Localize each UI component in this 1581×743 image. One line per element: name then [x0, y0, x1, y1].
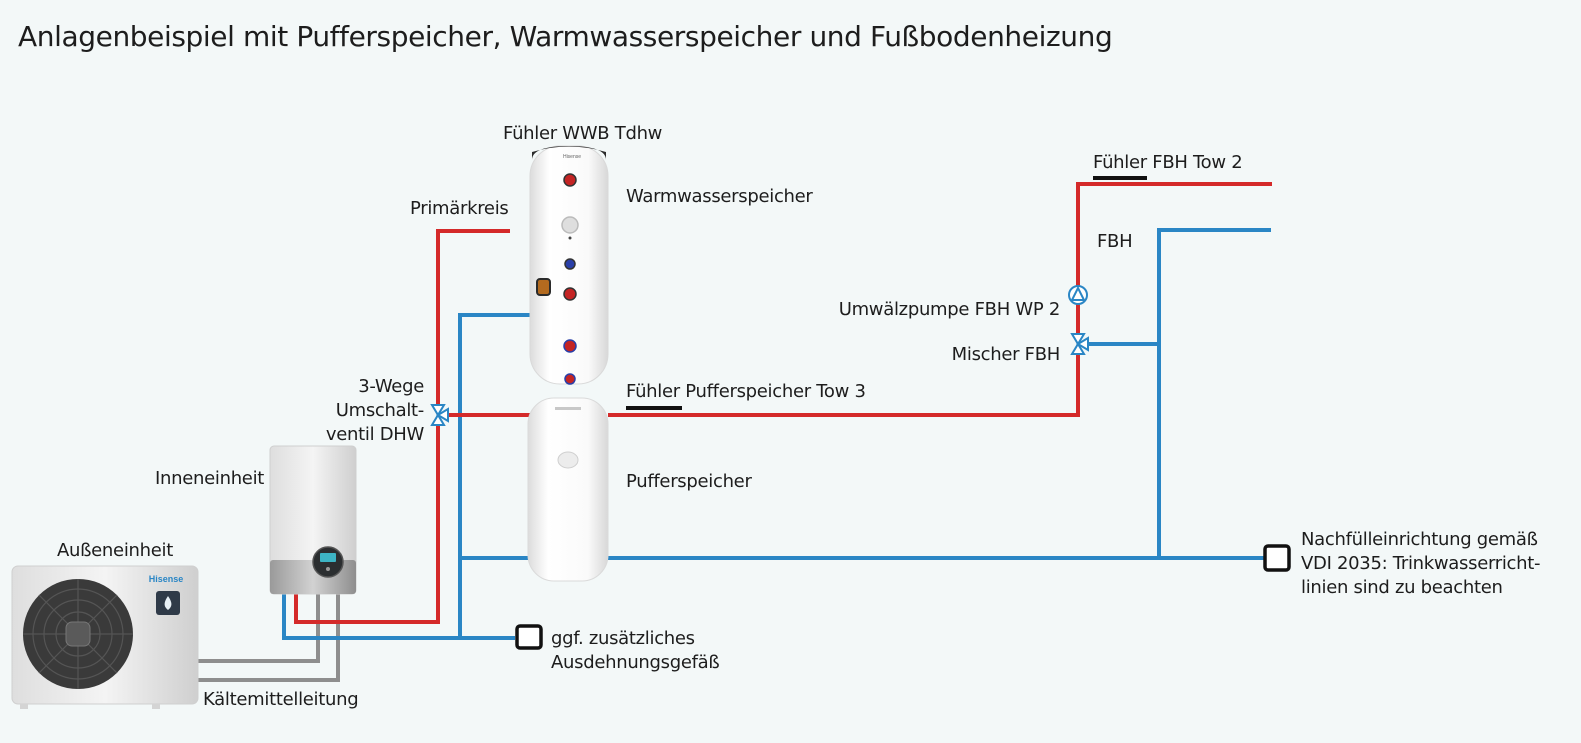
- dhw-port-return: [564, 373, 576, 385]
- expansion-vessel-label: ggf. zusätzliches Ausdehnungsgefäß: [551, 628, 720, 673]
- dhw-sensor-plug: [536, 278, 551, 296]
- circulation-pump-icon: [1068, 285, 1088, 305]
- dhw-tank-label: Warmwasserspeicher: [626, 186, 813, 207]
- dhw-tank-brand: Hisense: [563, 154, 581, 160]
- expansion-vessel-icon: [515, 624, 543, 650]
- return-pipe-fbh: [1157, 228, 1271, 558]
- dhw-tank: Hisense: [529, 145, 609, 385]
- sensor-fbh-label: Fühler FBH Tow 2: [1093, 152, 1243, 173]
- dhw-port-flow: [563, 287, 577, 301]
- sensor-dhw-label: Fühler WWB Tdhw: [503, 123, 663, 144]
- sensor-buffer-label: Fühler Pufferspeicher Tow 3: [626, 381, 866, 402]
- dhw-port-cold-1: [564, 258, 576, 270]
- outdoor-unit-label: Außeneinheit: [57, 540, 173, 561]
- page-title: Anlagenbeispiel mit Pufferspeicher, Warm…: [18, 20, 1113, 53]
- dhw-port-hot: [563, 173, 577, 187]
- refrigerant-line-label: Kältemittelleitung: [203, 689, 359, 710]
- flow-pipe-primary: [436, 229, 510, 405]
- flow-pipe-main: [608, 354, 1080, 417]
- flow-pipe-indoor: [294, 425, 440, 624]
- flow-pipe-fbh-upper: [1076, 182, 1272, 286]
- fbh-label: FBH: [1097, 231, 1133, 252]
- flow-pipes: [294, 182, 1272, 624]
- return-pipe-indoor: [282, 592, 515, 640]
- buffer-tank: [527, 397, 609, 582]
- mixer-fbh-label: Mischer FBH: [951, 344, 1061, 365]
- outdoor-unit: Hisense: [11, 565, 199, 709]
- refill-device-label: Nachfülleinrichtung gemäß VDI 2035: Trin…: [1301, 529, 1541, 598]
- indoor-unit: [269, 445, 357, 595]
- three-way-valve-label: 3-Wege Umschalt- ventil DHW: [325, 376, 424, 445]
- return-pipes: [282, 228, 1271, 640]
- three-way-valve-icon: [430, 404, 449, 426]
- refill-device-icon: [1263, 544, 1291, 572]
- primary-circuit-label: Primärkreis: [410, 198, 509, 219]
- pump-fbh-label: Umwälzpumpe FBH WP 2: [838, 299, 1061, 320]
- refrigerant-pipe-1: [198, 592, 320, 663]
- dhw-sensor-well: [561, 216, 579, 234]
- mixer-valve-icon: [1070, 333, 1089, 355]
- dhw-port-cold-2: [563, 339, 577, 353]
- buffer-tank-label: Pufferspeicher: [626, 471, 752, 492]
- indoor-unit-label: Inneneinheit: [155, 468, 265, 489]
- outdoor-unit-brand: Hisense: [149, 574, 184, 584]
- return-pipe-dhw: [458, 313, 530, 638]
